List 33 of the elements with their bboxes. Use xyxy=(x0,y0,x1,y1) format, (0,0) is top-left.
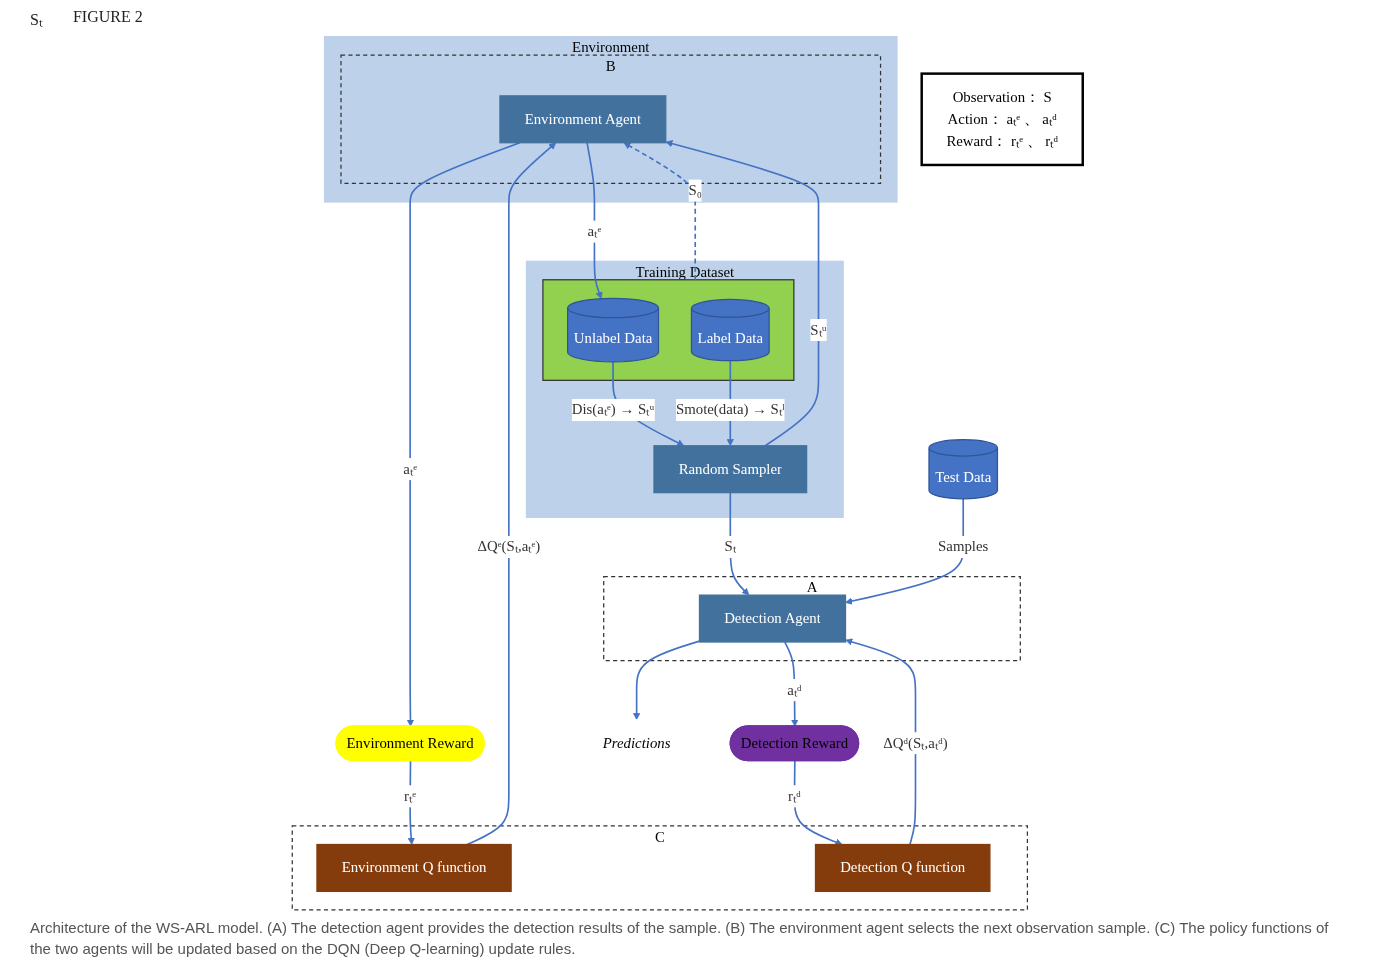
edge-label: Dis(aₜᵉ) → Sₜᵘ xyxy=(571,401,655,418)
edge-label: ΔQᵉ(Sₜ,aₜᵉ) xyxy=(477,538,541,555)
edge-label: Sₜᵘ xyxy=(810,321,827,338)
node-box: Environment Q function xyxy=(316,843,512,892)
node-box: Detection Agent xyxy=(698,594,847,643)
edge-label: ΔQᵈ(Sₜ,aₜᵈ) xyxy=(883,734,948,752)
cluster xyxy=(542,279,795,381)
arrow xyxy=(729,491,750,596)
arrow xyxy=(633,640,701,721)
edge-label: Smote(data) → Sₜˡ xyxy=(676,401,785,418)
arrow xyxy=(793,760,843,846)
edge-label: rₜᵈ xyxy=(788,787,801,805)
node-box: Observation： S Action： aₜᵉ 、 aₜᵈ Reward： rₜᵉ 、 rₜᵈ xyxy=(920,72,1084,167)
edge-label: Samples xyxy=(938,538,989,555)
arrow xyxy=(466,142,557,846)
arrow xyxy=(623,142,697,281)
arrow xyxy=(586,141,603,299)
edge-label: S₀ xyxy=(688,181,702,199)
edge-label: Sₜ xyxy=(724,538,737,555)
note-label: FIGURE 2 xyxy=(72,8,143,27)
node-box: Detection Q function xyxy=(814,843,991,892)
edge-label: aₜᵉ xyxy=(403,460,417,478)
edge-label: aₜᵈ xyxy=(787,681,802,698)
arrow xyxy=(845,638,917,846)
note-label: Sₜ xyxy=(30,10,43,30)
caption: Architecture of the WS-ARL model. (A) The detection agent provides the detection results of the sample. (B) The environment agent selects the next observation sample. (C) The policy functions of the two agents will be updated based on the DQN (Deep Q-learning) update rules. xyxy=(30,917,1330,960)
arrow xyxy=(783,641,799,727)
arrow xyxy=(406,141,521,727)
node-box: Environment Agent xyxy=(499,95,667,144)
node-box: Random Sampler xyxy=(653,445,808,494)
edge-label: rₜᵉ xyxy=(404,787,417,805)
edge-label: aₜᵉ xyxy=(587,222,602,240)
node-text: Predictions xyxy=(602,734,671,752)
